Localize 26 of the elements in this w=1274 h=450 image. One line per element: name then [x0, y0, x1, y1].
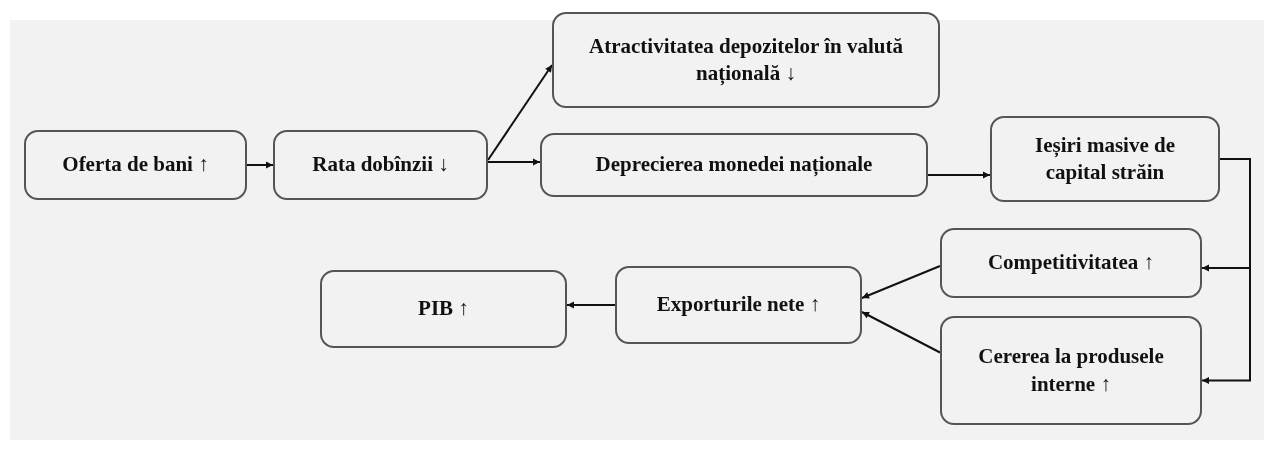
arrow [246, 161, 274, 169]
arrow [487, 158, 541, 166]
process-box [552, 12, 940, 108]
arrow [927, 171, 991, 179]
box-label: Rata dobînzii ↓ [312, 151, 449, 179]
box-label: Competitivitatea ↑ [987, 249, 1155, 277]
box-label: Ieșiri masive de capital străin [1034, 131, 1176, 186]
box-label: PIB ↑ [418, 295, 469, 323]
box-label: Atractivitatea depozitelor în valută națională ↓ [588, 32, 904, 87]
box-label: Exporturile nete ↑ [656, 291, 821, 319]
process-box [320, 270, 567, 348]
process-box [940, 316, 1202, 425]
box-label: Oferta de bani ↑ [62, 151, 209, 179]
process-box [615, 266, 862, 344]
process-box [24, 130, 247, 200]
box-label: Deprecierea monedei naționale [595, 151, 873, 179]
process-box [940, 228, 1202, 298]
arrow [861, 265, 941, 299]
process-box [273, 130, 488, 200]
arrow [1201, 158, 1251, 384]
arrow [487, 64, 553, 161]
process-box [990, 116, 1220, 202]
box-label: Cererea la produsele interne ↑ [977, 343, 1165, 398]
process-box [540, 133, 928, 197]
arrow [861, 311, 941, 354]
arrow [566, 301, 616, 309]
